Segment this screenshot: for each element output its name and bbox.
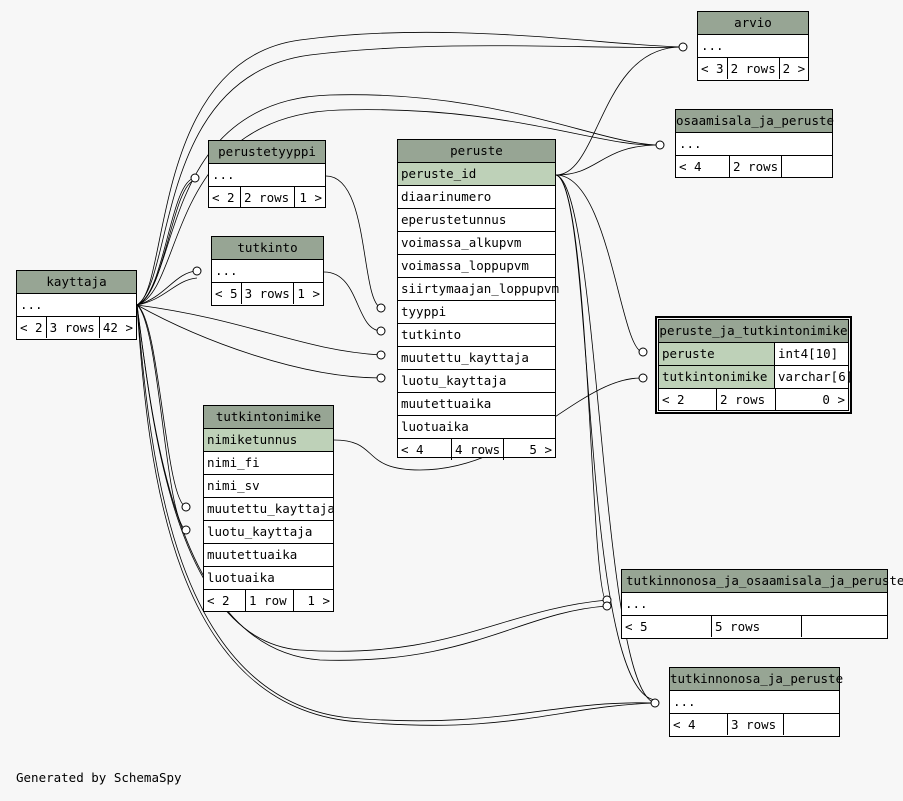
relationship-end-marker xyxy=(678,42,688,52)
relationship-edge xyxy=(136,179,196,306)
relationship-end-marker xyxy=(602,601,612,611)
column-voimassa-alkupvm[interactable]: voimassa_alkupvm xyxy=(398,232,555,255)
column-siirtymaajan-loppupvm[interactable]: siirtymaajan_loppupvm xyxy=(398,278,559,301)
table-tutkinto[interactable]: tutkinto ... < 5 3 rows 1 > xyxy=(211,236,324,306)
table-tutkinnonosa-ja-osaamisala-ja-peruste-row[interactable]: ... xyxy=(622,593,887,616)
relationship-edge xyxy=(136,304,382,356)
relationship-end-marker xyxy=(376,303,386,313)
table-tutkinnonosa-ja-peruste-title[interactable]: tutkinnonosa_ja_peruste xyxy=(670,668,843,691)
table-perustetyyppi-title[interactable]: perustetyyppi xyxy=(209,141,325,164)
relationship-edge xyxy=(555,174,644,353)
table-arvio[interactable]: arvio ... < 3 2 rows 2 > xyxy=(697,11,809,81)
table-osaamisala-ja-peruste-row[interactable]: ... xyxy=(676,133,832,156)
table-osaamisala-ja-peruste[interactable]: osaamisala_ja_peruste ... < 4 2 rows xyxy=(675,109,834,178)
relationship-edge xyxy=(136,177,196,306)
table-tutkinnonosa-ja-osaamisala-ja-peruste-title[interactable]: tutkinnonosa_ja_osaamisala_ja_peruste xyxy=(622,570,903,593)
table-tutkinto-row[interactable]: ... xyxy=(212,260,323,283)
table-perustetyyppi[interactable]: perustetyyppi ... < 2 2 rows 1 > xyxy=(208,140,326,208)
table-peruste-footer: < 4 4 rows 5 > xyxy=(398,439,555,460)
relationship-end-marker xyxy=(181,525,191,535)
relationship-end-marker xyxy=(190,173,200,183)
table-arvio-row[interactable]: ... xyxy=(698,35,808,58)
column-voimassa-loppupvm[interactable]: voimassa_loppupvm xyxy=(398,255,555,278)
relationship-end-marker xyxy=(376,326,386,336)
table-kayttaja-title[interactable]: kayttaja xyxy=(17,271,136,294)
column-nimi-sv[interactable]: nimi_sv xyxy=(204,475,333,498)
relationship-end-marker xyxy=(192,266,202,276)
relationship-end-marker xyxy=(376,350,386,360)
relationship-edge xyxy=(136,304,187,531)
table-tutkinnonosa-ja-peruste[interactable]: tutkinnonosa_ja_peruste ... < 4 3 rows xyxy=(669,667,843,737)
relationship-end-marker xyxy=(638,373,648,383)
table-osaamisala-ja-peruste-title[interactable]: osaamisala_ja_peruste xyxy=(676,110,834,133)
relationship-edge xyxy=(323,271,382,332)
table-tutkintonimike-title[interactable]: tutkintonimike xyxy=(204,406,333,429)
column-muutettu-kayttaja-tn[interactable]: muutettu_kayttaja xyxy=(204,498,335,521)
column-peruste-id[interactable]: peruste_id xyxy=(398,163,555,186)
relationship-edge xyxy=(136,277,198,306)
column-luotuaika[interactable]: luotuaika xyxy=(398,416,555,439)
column-nimi-fi[interactable]: nimi_fi xyxy=(204,452,333,475)
column-tyyppi[interactable]: tyyppi xyxy=(398,301,555,324)
table-kayttaja-row[interactable]: ... xyxy=(17,294,136,317)
relationship-end-marker xyxy=(650,698,660,708)
table-arvio-title[interactable]: arvio xyxy=(698,12,808,35)
column-tutkintonimike[interactable]: tutkintonimike varchar[6] xyxy=(659,366,853,389)
table-peruste-ja-tutkintonimike-footer: < 2 2 rows 0 > xyxy=(659,389,848,410)
relationship-end-marker xyxy=(638,347,648,357)
table-arvio-footer: < 3 2 rows 2 > xyxy=(698,58,808,79)
column-luotu-kayttaja[interactable]: luotu_kayttaja xyxy=(398,370,555,393)
table-tutkinnonosa-ja-peruste-footer: < 4 3 rows xyxy=(670,714,839,735)
column-nimiketunnus[interactable]: nimiketunnus xyxy=(204,429,333,452)
relationship-edge xyxy=(555,46,684,176)
table-tutkinnonosa-ja-osaamisala-ja-peruste-footer: < 5 5 rows xyxy=(622,616,887,637)
relationship-end-marker xyxy=(602,595,612,605)
table-peruste-title[interactable]: peruste xyxy=(398,140,555,163)
table-tutkinto-footer: < 5 3 rows 1 > xyxy=(212,283,323,304)
column-eperustetunnus[interactable]: eperustetunnus xyxy=(398,209,555,232)
table-peruste[interactable]: peruste peruste_id diaarinumero eperuste… xyxy=(397,139,559,460)
table-kayttaja-footer: < 2 3 rows 42 > xyxy=(17,317,136,338)
relationship-edge xyxy=(555,144,661,176)
column-muutettu-kayttaja[interactable]: muutettu_kayttaja xyxy=(398,347,555,370)
table-peruste-ja-tutkintonimike-title[interactable]: peruste_ja_tutkintonimike xyxy=(659,320,848,343)
generated-by-footer: Generated by SchemaSpy xyxy=(16,770,182,785)
table-tutkinto-title[interactable]: tutkinto xyxy=(212,237,323,260)
table-perustetyyppi-row[interactable]: ... xyxy=(209,164,325,187)
table-osaamisala-ja-peruste-footer: < 4 2 rows xyxy=(676,156,832,177)
relationship-end-marker xyxy=(181,502,191,512)
table-tutkinnonosa-ja-peruste-row[interactable]: ... xyxy=(670,691,839,714)
relationship-edge xyxy=(325,175,382,309)
relationship-edge xyxy=(136,304,187,508)
relationship-edge xyxy=(136,304,382,379)
table-tutkinnonosa-ja-osaamisala-ja-peruste[interactable]: tutkinnonosa_ja_osaamisala_ja_peruste ..… xyxy=(621,569,903,639)
table-tutkintonimike-footer: < 2 1 row 1 > xyxy=(204,590,333,611)
column-diaarinumero[interactable]: diaarinumero xyxy=(398,186,555,209)
relationship-end-marker xyxy=(655,140,665,150)
column-luotuaika-tn[interactable]: luotuaika xyxy=(204,567,333,590)
table-tutkintonimike[interactable]: tutkintonimike nimiketunnus nimi_fi nimi… xyxy=(203,405,335,612)
column-muutettuaika-tn[interactable]: muutettuaika xyxy=(204,544,333,567)
column-peruste[interactable]: peruste int4[10] xyxy=(659,343,848,366)
table-perustetyyppi-footer: < 2 2 rows 1 > xyxy=(209,187,325,208)
relationship-end-marker xyxy=(376,373,386,383)
column-tutkinto[interactable]: tutkinto xyxy=(398,324,555,347)
relationship-edge xyxy=(555,174,608,603)
table-kayttaja[interactable]: kayttaja ... < 2 3 rows 42 > xyxy=(16,270,137,340)
column-luotu-kayttaja-tn[interactable]: luotu_kayttaja xyxy=(204,521,333,544)
table-peruste-ja-tutkintonimike[interactable]: peruste_ja_tutkintonimike peruste int4[1… xyxy=(655,316,853,414)
relationship-edge xyxy=(136,270,198,306)
column-muutettuaika[interactable]: muutettuaika xyxy=(398,393,555,416)
